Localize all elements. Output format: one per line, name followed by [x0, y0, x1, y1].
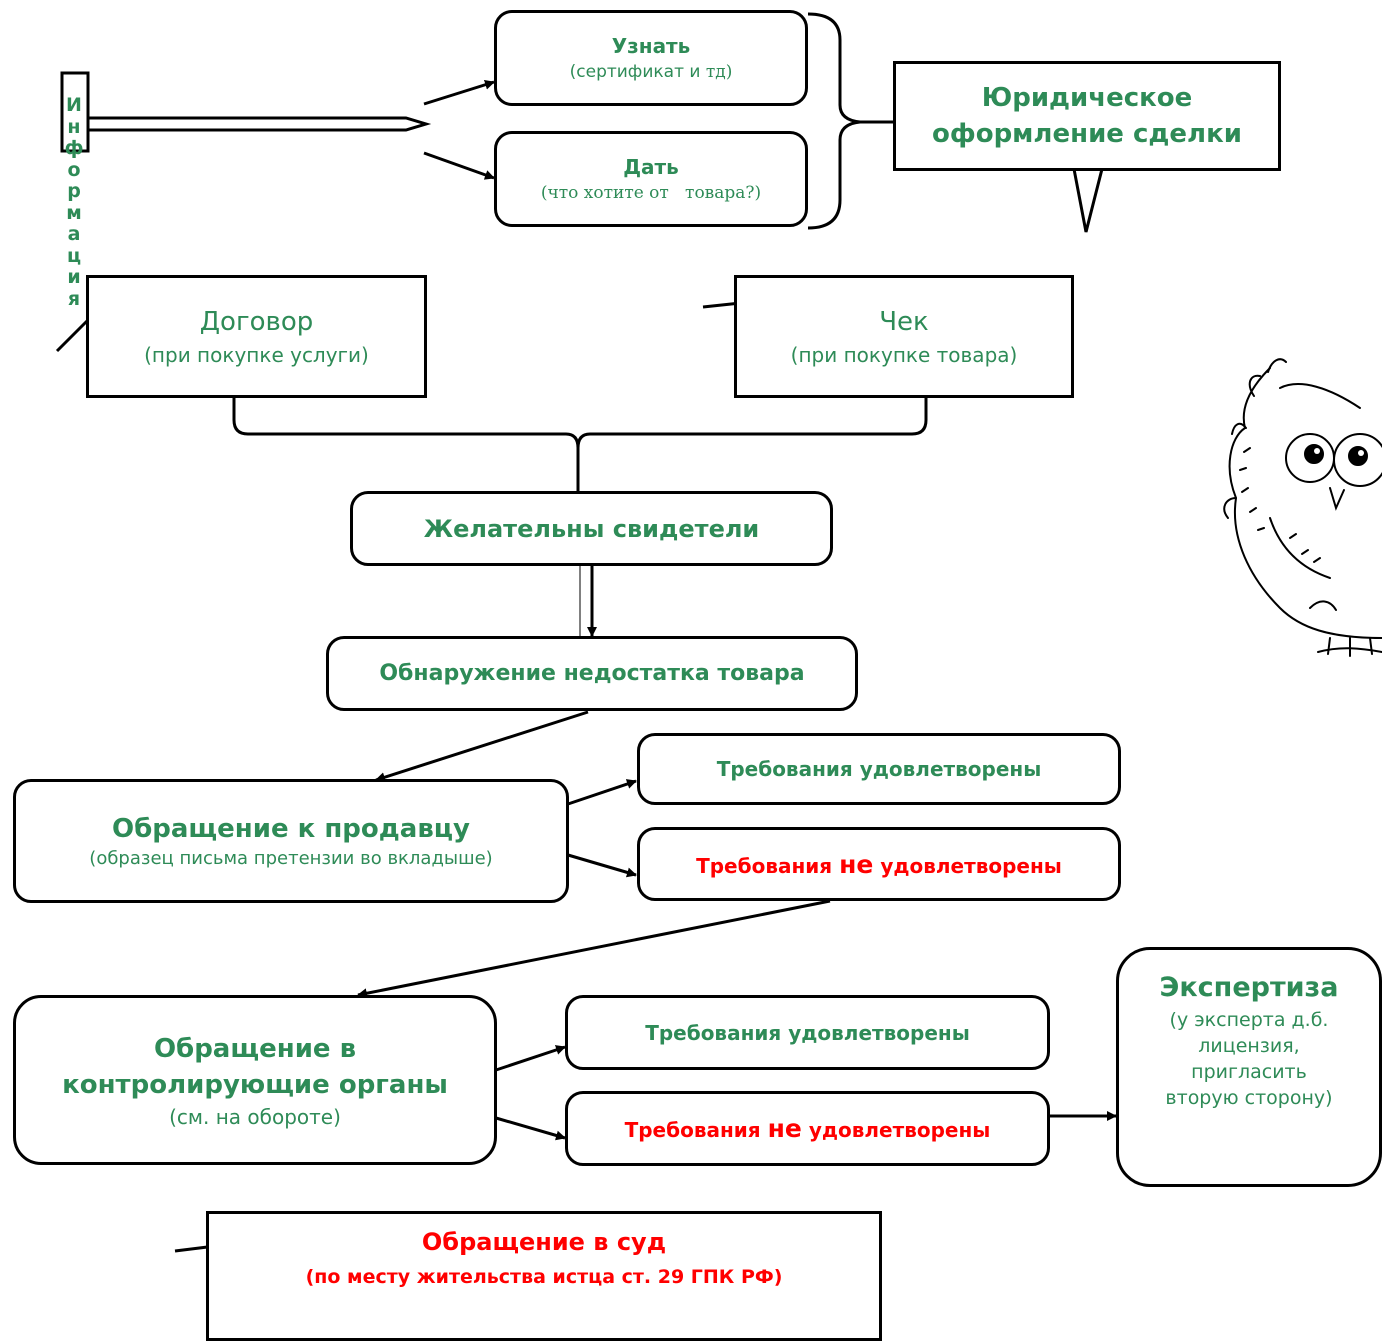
give-subtitle: (что хотите от товара?) [540, 183, 762, 203]
seller-not-ok-text: Требования не удовлетворены [696, 850, 1062, 879]
learn-subtitle: (сертификат и тд) [570, 62, 733, 82]
join-bracket [232, 398, 928, 492]
info-letter: о [67, 158, 81, 181]
authority-ok-box: Требования удовлетворены [565, 995, 1050, 1070]
defect-box: Обнаружение недостатка товара [326, 636, 858, 711]
arrow-to-authority [357, 899, 831, 999]
info-letter: ф [64, 137, 84, 159]
info-pointer [88, 116, 432, 132]
seller-not-ok-box: Требования не удовлетворены [637, 827, 1121, 901]
info-letter: м [66, 201, 82, 224]
legal-callout: Юридическое оформление сделки [893, 61, 1281, 171]
contract-title: Договор [199, 306, 314, 337]
learn-subtitle-a: (сертификат и [569, 62, 706, 82]
seller-not-ok-part1: Требования [696, 853, 840, 878]
authority-line1: Обращение в [153, 1034, 357, 1064]
expertise-title: Экспертиза [1159, 972, 1339, 1003]
arrow-to-learn [423, 79, 495, 106]
receipt-title: Чек [879, 306, 929, 337]
court-subtitle: (по месту жительства истца ст. 29 ГПК РФ… [305, 1266, 783, 1288]
authority-not-ok-part2: не [767, 1114, 802, 1143]
authority-not-ok-text: Требования не удовлетворены [625, 1114, 991, 1143]
info-letter: р [67, 180, 81, 202]
contract-subtitle: (при покупке услуги) [144, 342, 369, 367]
seller-not-ok-part2: не [839, 849, 874, 879]
court-title: Обращение в суд [421, 1228, 667, 1256]
learn-box: Узнать (сертификат и тд) [494, 10, 808, 106]
authority-line2: контролирующие органы [62, 1070, 448, 1100]
info-letter: и [67, 266, 81, 288]
info-letter: И [66, 94, 82, 116]
arrow-authority-ok [495, 1045, 566, 1072]
arrow-seller-not-ok [567, 853, 637, 878]
authority-box: Обращение в контролирующие органы (см. н… [13, 995, 497, 1165]
court-box: Обращение в суд (по месту жительства ист… [206, 1211, 882, 1341]
info-letter: н [67, 115, 81, 138]
seller-ok-text: Требования удовлетворены [716, 757, 1042, 781]
authority-not-ok-box: Требования не удовлетворены [565, 1091, 1050, 1166]
give-box: Дать (что хотите от товара?) [494, 131, 808, 227]
expertise-line4: вторую сторону) [1165, 1087, 1333, 1109]
authority-subtitle: (см. на обороте) [169, 1105, 341, 1129]
witnesses-title: Желательны свидетели [423, 514, 760, 543]
arrow-to-give [423, 151, 495, 180]
info-letter: я [67, 287, 81, 310]
receipt-box: Чек (при покупке товара) [734, 275, 1074, 398]
seller-title: Обращение к продавцу [111, 813, 470, 844]
callout-tail [1072, 168, 1104, 233]
learn-subtitle-b: тд) [705, 62, 733, 82]
receipt-subtitle: (при покупке товара) [790, 342, 1018, 367]
info-letter: ц [66, 244, 82, 267]
witnesses-box: Желательны свидетели [350, 491, 833, 566]
arrow-seller-ok [567, 779, 637, 806]
info-vertical-label: И н ф о р м а ц и я [64, 94, 84, 310]
defect-title: Обнаружение недостатка товара [379, 661, 805, 686]
expertise-box: Экспертиза (у эксперта д.б. лицензия, пр… [1116, 947, 1382, 1187]
authority-not-ok-part3: удовлетворены [801, 1118, 991, 1142]
curly-brace [807, 12, 861, 230]
legal-line1: Юридическое [981, 83, 1193, 113]
info-letter: а [67, 223, 81, 245]
authority-not-ok-part1: Требования [624, 1118, 768, 1142]
info-bar [60, 71, 90, 153]
seller-ok-box: Требования удовлетворены [637, 733, 1121, 805]
expertise-line1: (у эксперта д.б. [1169, 1009, 1329, 1031]
expertise-line2: лицензия, [1198, 1035, 1300, 1057]
expertise-line3: пригласить [1191, 1061, 1307, 1083]
seller-not-ok-part3: удовлетворены [873, 853, 1062, 878]
authority-ok-text: Требования удовлетворены [645, 1020, 970, 1045]
owl-icon [1223, 358, 1382, 657]
legal-line2: оформление сделки [932, 119, 1242, 149]
learn-title: Узнать [611, 34, 691, 58]
contract-box: Договор (при покупке услуги) [86, 275, 427, 398]
arrow-authority-not-ok [495, 1116, 566, 1141]
arrow-to-seller [375, 710, 589, 783]
seller-box: Обращение к продавцу (образец письма пре… [13, 779, 569, 903]
give-title: Дать [623, 155, 679, 179]
seller-subtitle: (образец письма претензии во вкладыше) [89, 847, 493, 869]
